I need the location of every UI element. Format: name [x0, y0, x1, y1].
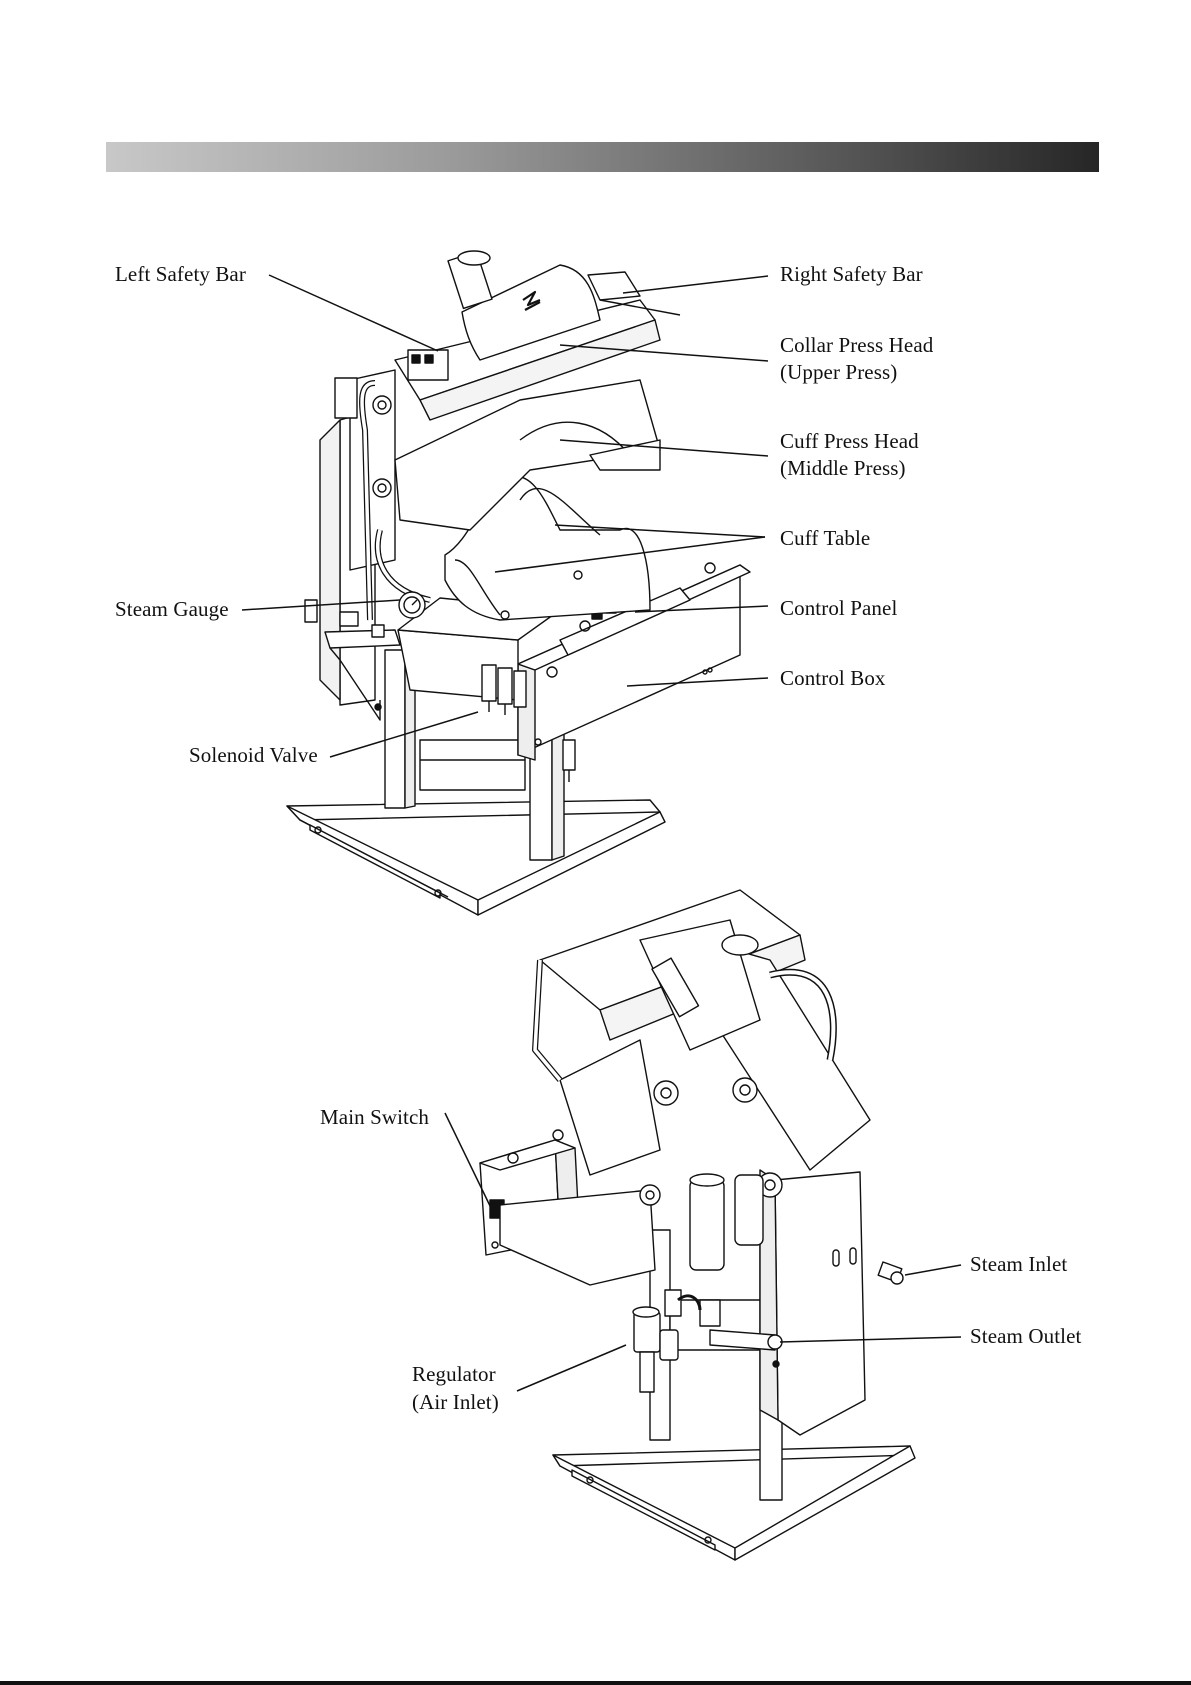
label-right-safety-bar: Right Safety Bar	[780, 261, 923, 288]
label-cuff-table: Cuff Table	[780, 525, 870, 552]
label-collar-press-head: Collar Press Head	[780, 332, 933, 359]
label-steam-outlet: Steam Outlet	[970, 1323, 1081, 1350]
bottom-rule	[0, 1681, 1191, 1685]
rear-view-machine	[480, 890, 915, 1560]
front-view-machine	[287, 251, 750, 915]
label-control-box: Control Box	[780, 665, 886, 692]
label-main-switch: Main Switch	[320, 1104, 429, 1131]
label-control-panel: Control Panel	[780, 595, 897, 622]
label-regulator-sub: (Air Inlet)	[412, 1389, 499, 1416]
label-steam-inlet: Steam Inlet	[970, 1251, 1067, 1278]
label-steam-gauge: Steam Gauge	[115, 596, 229, 623]
label-cuff-press-head: Cuff Press Head	[780, 428, 919, 455]
label-regulator: Regulator	[412, 1361, 496, 1388]
label-left-safety-bar: Left Safety Bar	[115, 261, 246, 288]
label-cuff-press-head-sub: (Middle Press)	[780, 455, 906, 482]
label-solenoid-valve: Solenoid Valve	[189, 742, 318, 769]
label-collar-press-head-sub: (Upper Press)	[780, 359, 897, 386]
